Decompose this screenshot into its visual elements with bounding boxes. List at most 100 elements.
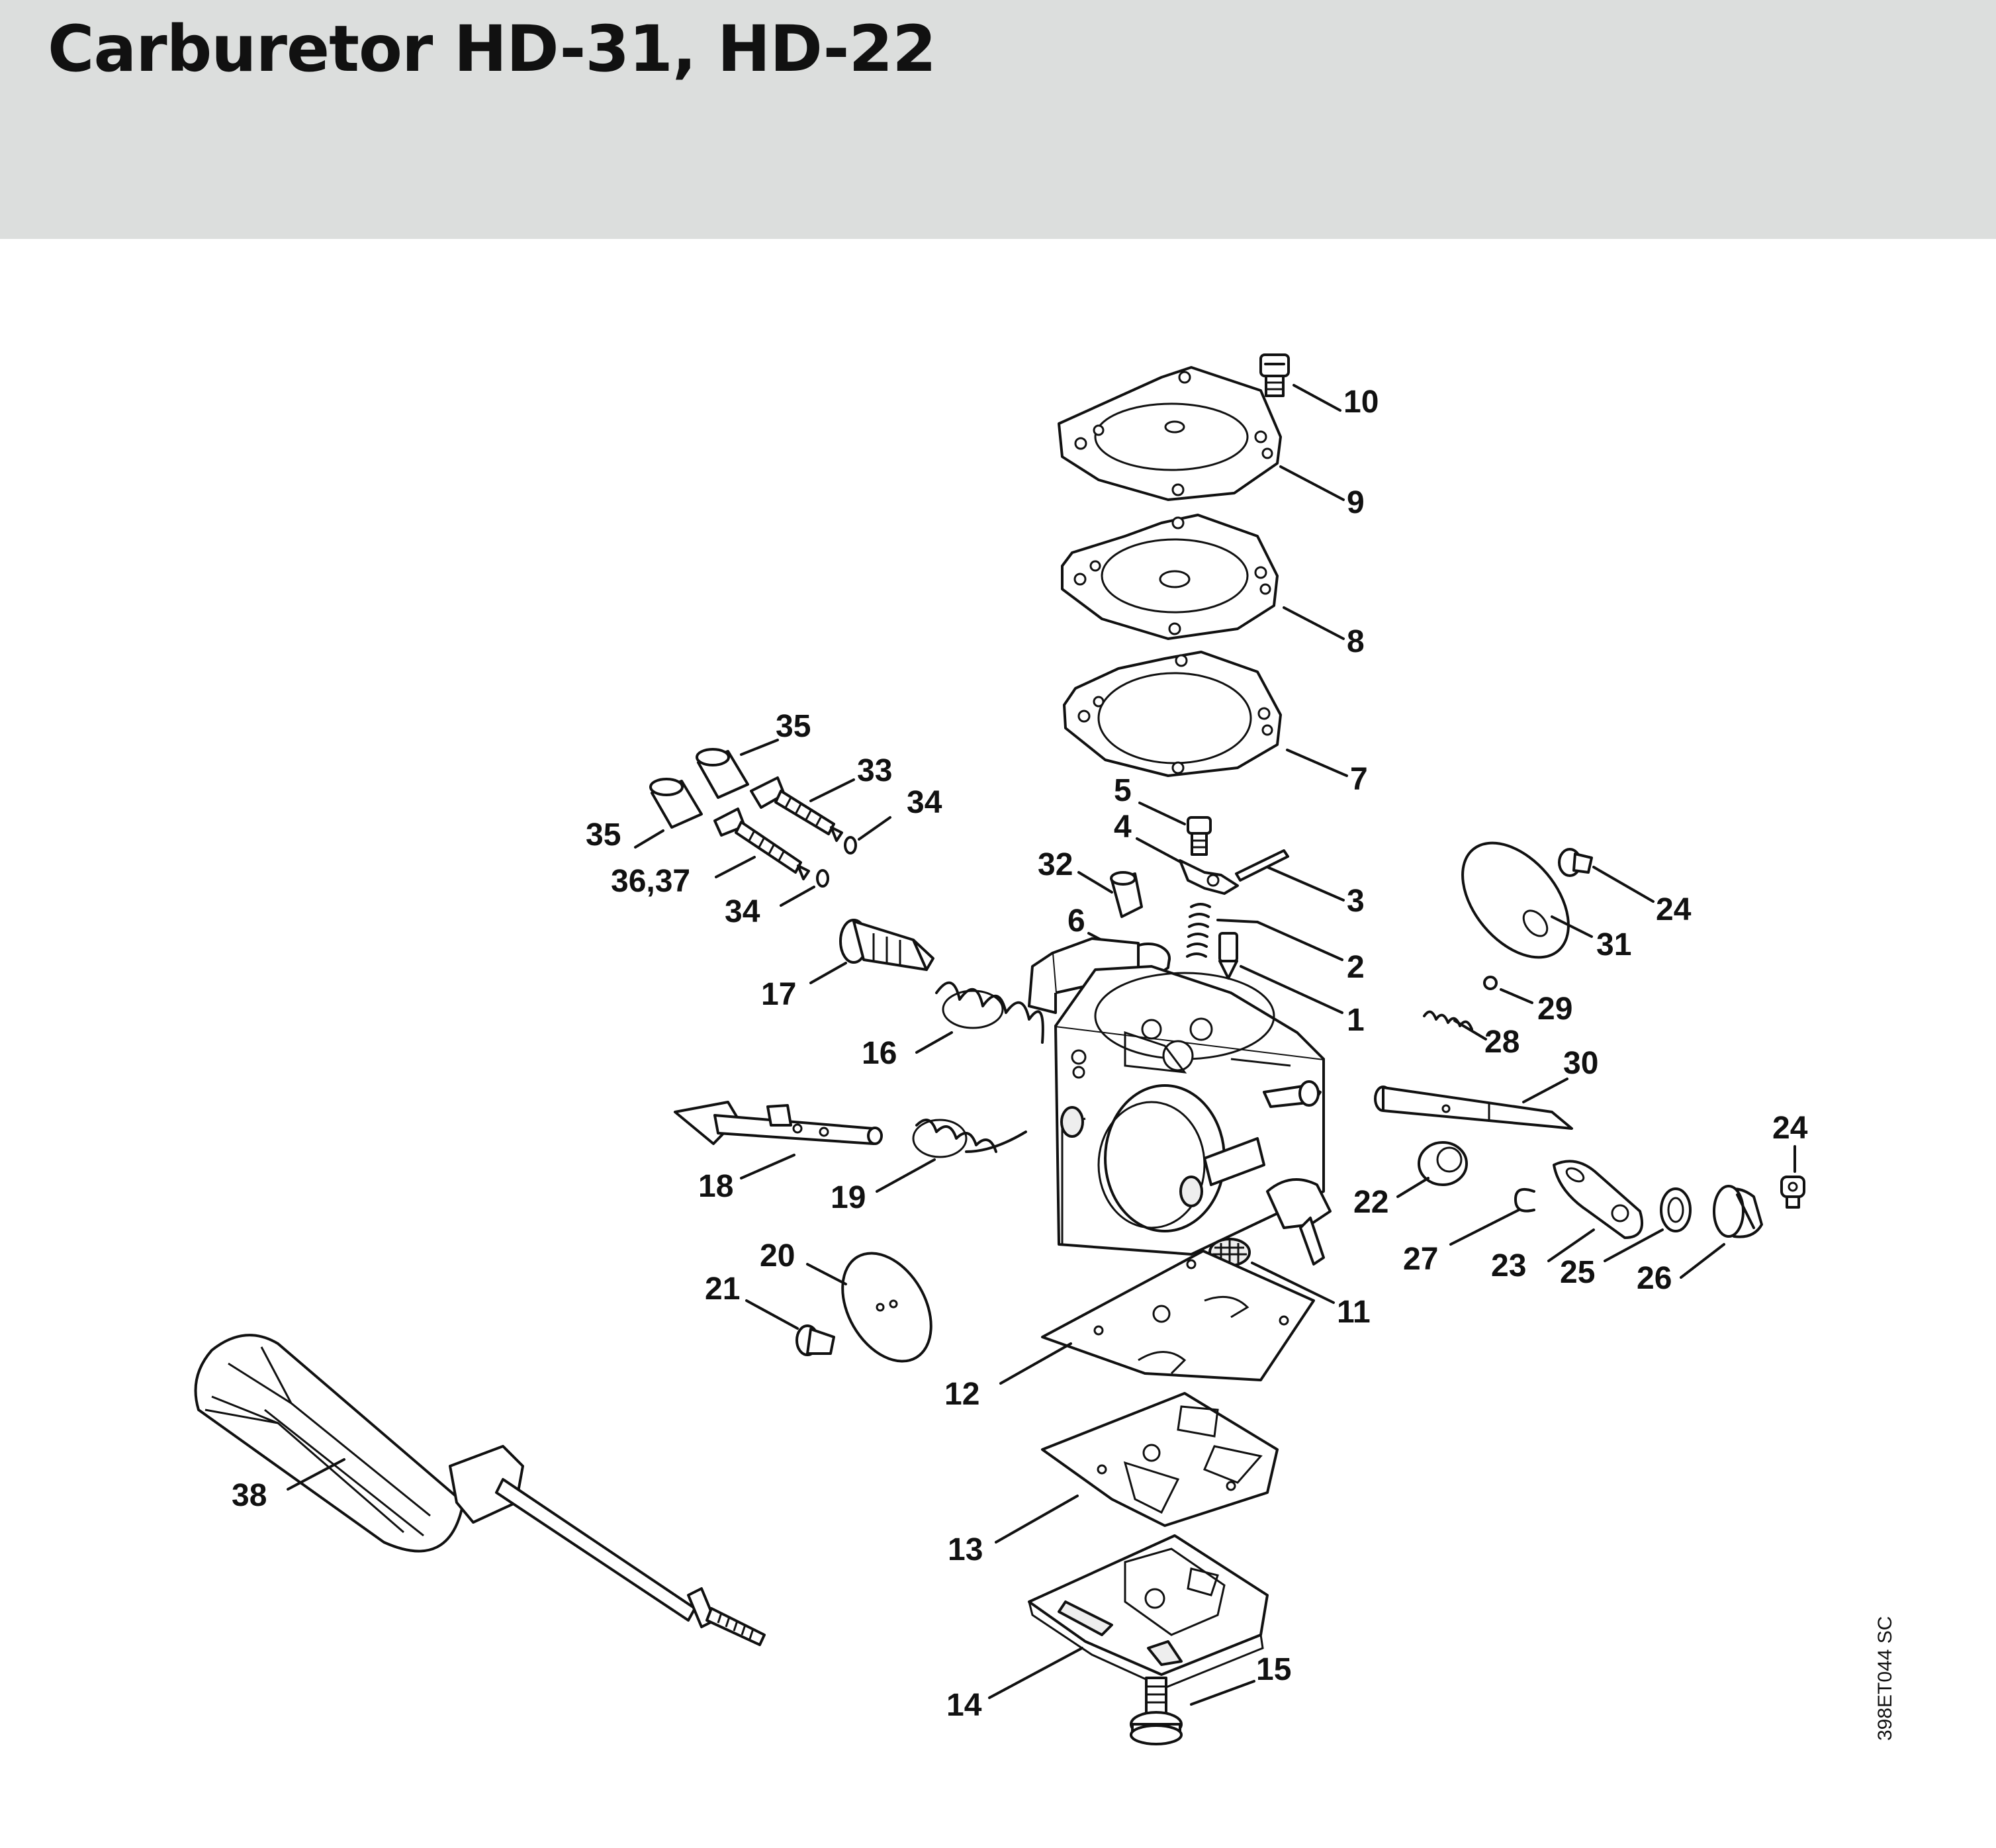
callout-17: 17 xyxy=(761,977,796,1012)
part-20-throttle-shutter xyxy=(841,1252,932,1363)
part-34-o-ring-upper xyxy=(844,836,857,855)
part-27-e-clip xyxy=(1514,1188,1535,1213)
leader-2 xyxy=(1216,919,1259,923)
leader-3 xyxy=(1266,866,1345,901)
callout-5: 5 xyxy=(1114,773,1132,808)
part-34-o-ring-lower xyxy=(816,869,829,888)
callout-7: 7 xyxy=(1350,762,1368,797)
leader-18 xyxy=(740,1154,795,1179)
callout-10: 10 xyxy=(1343,385,1379,420)
callout-28: 28 xyxy=(1484,1025,1520,1060)
callout-labels: 10 9 8 7 5 4 3 32 6 2 1 35 33 34 35 36,3… xyxy=(232,385,1808,1723)
part-8-diaphragm xyxy=(1061,514,1279,640)
part-9-end-cover xyxy=(1058,366,1282,501)
callout-18: 18 xyxy=(698,1169,733,1204)
callout-35-upper: 35 xyxy=(776,709,811,744)
leader-4 xyxy=(1136,837,1183,864)
leader-15 xyxy=(1190,1680,1255,1706)
leader-24-upper xyxy=(1592,866,1655,903)
leader-10 xyxy=(1293,384,1341,412)
callout-1: 1 xyxy=(1347,1003,1365,1038)
callout-16: 16 xyxy=(862,1036,897,1071)
part-4-lever xyxy=(1179,859,1239,895)
leader-22 xyxy=(1396,1177,1429,1198)
part-29-ball xyxy=(1483,976,1498,990)
part-15-screw xyxy=(1130,1677,1183,1745)
leader-26 xyxy=(1680,1243,1725,1279)
callout-21: 21 xyxy=(705,1271,740,1307)
leader-7 xyxy=(1286,749,1348,777)
callout-38: 38 xyxy=(232,1478,267,1513)
part-2-spring xyxy=(1186,903,1211,958)
leader-8 xyxy=(1283,606,1345,640)
callout-33: 33 xyxy=(857,753,892,788)
callout-24-lower: 24 xyxy=(1772,1111,1808,1146)
leader-5 xyxy=(1138,802,1186,825)
callout-11: 11 xyxy=(1337,1295,1371,1330)
callout-34-lower: 34 xyxy=(725,894,760,929)
leader-11 xyxy=(1251,1262,1335,1304)
leader-25 xyxy=(1604,1228,1664,1262)
callout-3: 3 xyxy=(1347,884,1365,919)
callout-20: 20 xyxy=(760,1238,795,1273)
part-18-throttle-shaft xyxy=(674,1101,883,1145)
part-17-screw xyxy=(839,919,934,971)
leader-36-37 xyxy=(715,856,756,878)
leader-33 xyxy=(809,778,855,802)
callout-27: 27 xyxy=(1403,1242,1438,1277)
callout-29: 29 xyxy=(1537,992,1572,1027)
part-21-screw xyxy=(795,1324,835,1356)
part-28-spring xyxy=(1423,1010,1473,1031)
part-3-pin xyxy=(1235,849,1289,882)
callout-25: 25 xyxy=(1560,1255,1595,1290)
leader-32 xyxy=(1077,871,1113,894)
part-31-choke-shutter xyxy=(1461,841,1570,959)
leader-23 xyxy=(1547,1228,1595,1262)
part-33-adjusting-screw xyxy=(750,776,843,842)
leader-35-lower xyxy=(634,829,664,849)
leader-27 xyxy=(1449,1209,1520,1246)
part-16-spring xyxy=(935,981,1044,1044)
leader-9 xyxy=(1279,465,1345,501)
callout-31: 31 xyxy=(1596,927,1631,962)
figure-reference-code: 398ET044 SC xyxy=(1874,1616,1896,1741)
callout-26: 26 xyxy=(1637,1261,1672,1296)
part-10-screw xyxy=(1259,353,1290,397)
part-1-needle-valve xyxy=(1218,932,1238,980)
leader-34-lower xyxy=(780,886,815,907)
callout-2: 2 xyxy=(1347,950,1365,985)
part-7-gasket xyxy=(1063,651,1282,777)
callout-32: 32 xyxy=(1038,847,1073,882)
leader-21 xyxy=(745,1299,799,1330)
leader-34-upper xyxy=(858,816,891,841)
callout-9: 9 xyxy=(1347,485,1365,520)
callout-6: 6 xyxy=(1067,903,1085,939)
leader-38 xyxy=(287,1458,345,1491)
part-22-bushing xyxy=(1418,1141,1468,1186)
part-23-lever xyxy=(1553,1160,1644,1239)
part-19-spring xyxy=(912,1119,1027,1158)
header-band xyxy=(0,0,1996,239)
part-35-limiter-cap-lower xyxy=(649,778,703,829)
leader-14 xyxy=(988,1647,1083,1699)
leader-16 xyxy=(915,1031,953,1054)
leader-17 xyxy=(809,962,847,984)
callout-19: 19 xyxy=(831,1180,866,1215)
part-35-limiter-cap-upper xyxy=(696,748,749,799)
callout-8: 8 xyxy=(1347,624,1365,659)
leader-19 xyxy=(876,1158,936,1193)
callout-23: 23 xyxy=(1491,1248,1526,1283)
callout-24-upper: 24 xyxy=(1656,892,1692,927)
leader-30 xyxy=(1522,1078,1568,1103)
callout-15: 15 xyxy=(1256,1652,1291,1687)
callout-34-upper: 34 xyxy=(907,785,942,820)
part-25-washer xyxy=(1660,1187,1692,1232)
part-30-choke-shaft xyxy=(1374,1086,1573,1130)
leader-35-upper xyxy=(740,739,779,756)
callout-12: 12 xyxy=(944,1377,979,1412)
carburetor-body xyxy=(1028,937,1332,1266)
callout-35-lower: 35 xyxy=(586,817,621,853)
part-5-screw xyxy=(1187,816,1212,856)
part-38-screwdriver xyxy=(194,1334,766,1646)
